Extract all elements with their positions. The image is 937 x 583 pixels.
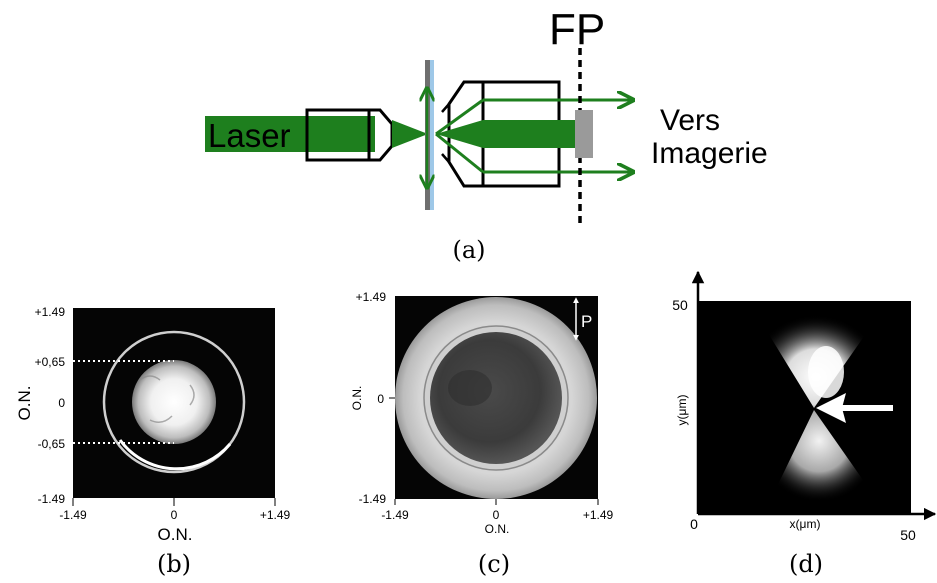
panel-c-xtick-0: -1.49 xyxy=(381,508,409,522)
caption-b: (b) xyxy=(157,550,191,578)
upper-ray-in xyxy=(435,98,484,136)
panel-b-disk xyxy=(132,360,216,444)
output-label-line1: Vers xyxy=(660,104,720,137)
lower-ray-in xyxy=(435,132,484,174)
panel-b-ytick-3: -0,65 xyxy=(38,437,66,451)
panel-b-ring-bright xyxy=(118,439,232,471)
panel-b-ytick-2: 0 xyxy=(58,396,65,410)
panel-c-xtick-2: +1.49 xyxy=(583,508,614,522)
panel-b-xtick-1: 0 xyxy=(171,508,178,522)
panel-c-xtick-1: 0 xyxy=(493,508,500,522)
panel-d-xlabel: x(μm) xyxy=(790,517,821,531)
schematic: Laser FP Vers Imagerie (a) xyxy=(205,5,768,264)
panel-c: P +1.49 0 -1.49 -1.49 0 +1.49 O.N. O.N. … xyxy=(350,290,614,578)
panel-c-dark-disk xyxy=(430,332,562,464)
panel-c-xlabel: O.N. xyxy=(485,522,510,536)
panel-c-ytick-0: +1.49 xyxy=(356,290,387,304)
focused-beam xyxy=(392,120,428,148)
panel-b-ytick-1: +0,65 xyxy=(35,355,66,369)
panel-b-xlabel: O.N. xyxy=(158,525,193,544)
panel-b-xtick-2: +1.49 xyxy=(260,508,291,522)
caption-c: (c) xyxy=(478,550,510,578)
panel-d-y-max: 50 xyxy=(672,297,688,313)
laser-label: Laser xyxy=(208,117,291,154)
panel-b-ytick-0: +1.49 xyxy=(35,305,66,319)
laser-beam xyxy=(205,116,375,152)
panel-b-ytick-4: -1.49 xyxy=(38,492,66,506)
collected-beam xyxy=(483,120,578,148)
panel-d: 50 0 50 y(μm) x(μm) (d) xyxy=(672,270,937,578)
panel-d-arrowhead xyxy=(816,393,846,423)
caption-d: (d) xyxy=(789,550,823,578)
output-label-line2: Imagerie xyxy=(651,137,768,170)
panel-c-inner-shadow xyxy=(448,370,492,406)
panel-c-ytick-2: -1.49 xyxy=(359,492,387,506)
panel-d-hotspot xyxy=(808,346,844,398)
panel-b-speckle xyxy=(139,375,195,423)
panel-b-xtick-0: -1.49 xyxy=(59,508,87,522)
input-objective-body xyxy=(305,108,371,162)
collected-cone xyxy=(436,120,483,148)
panel-d-lobe-bottom xyxy=(768,410,870,513)
collection-objective-tip xyxy=(441,103,450,163)
polarization-label: P xyxy=(581,312,592,331)
panel-d-ylabel: y(μm) xyxy=(675,395,689,426)
panel-c-ylabel: O.N. xyxy=(350,386,364,411)
panel-d-origin: 0 xyxy=(690,516,698,532)
panel-b-ring xyxy=(102,330,246,474)
fourier-filter xyxy=(575,110,593,158)
panel-c-ytick-1: 0 xyxy=(377,392,384,406)
caption-a: (a) xyxy=(452,236,485,264)
panel-d-x-max: 50 xyxy=(900,527,916,543)
sample-slide xyxy=(430,60,434,210)
fourier-plane-label: FP xyxy=(549,5,605,54)
panel-b: +1.49 +0,65 0 -0,65 -1.49 -1.49 0 +1.49 … xyxy=(15,305,291,578)
panel-b-ylabel: O.N. xyxy=(15,386,34,421)
